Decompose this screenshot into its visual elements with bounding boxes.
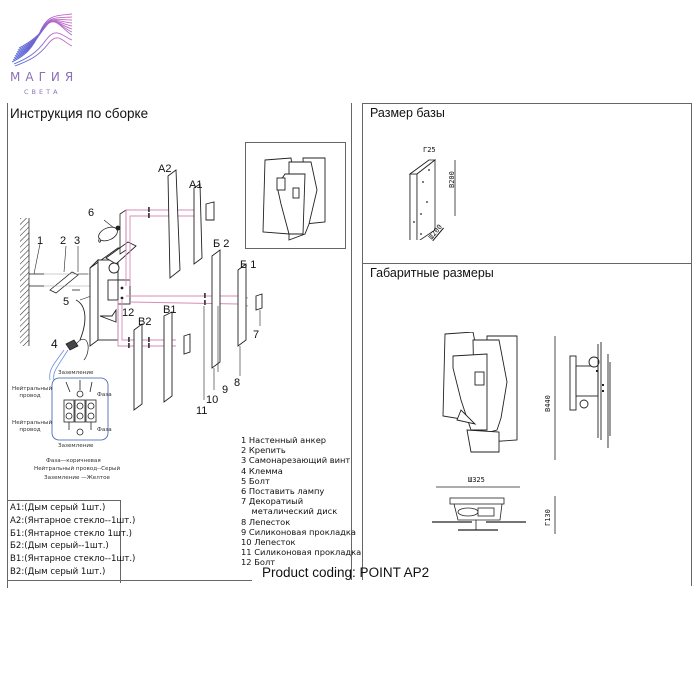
label-10: 10 (206, 394, 219, 406)
brand-logo: МАГИЯ СВЕТА (6, 10, 79, 96)
petal-a1 (193, 183, 203, 265)
base-plate-drawing (408, 159, 456, 240)
wiring-ground-bottom: Заземление (58, 443, 94, 449)
petal-v1 (163, 311, 173, 403)
legend-item: 3 Самонарезающий винт (241, 455, 351, 466)
variant-item: А2:(Янтарное стекло--1шт.) (10, 515, 136, 526)
preview-thumbnail-frame (245, 142, 346, 249)
legend-item: 10 Лепесток (241, 537, 296, 548)
legend-item: 9 Силиконовая прокладка (241, 526, 356, 537)
legend-item: 4 Клемма (241, 465, 283, 476)
legend-item: 6 Поставить лампу (241, 486, 325, 497)
wiring-note-1: Фаза—коричневая (46, 458, 101, 464)
legend-item: 1 Настенный анкер (241, 435, 327, 445)
label-v1: В1 (163, 304, 177, 316)
label-1: 1 (37, 235, 44, 247)
wiring-note-3: Заземление —Желтое (44, 475, 110, 481)
assembly-diagram (20, 169, 263, 411)
petal-v2 (133, 323, 143, 411)
label-v2: В2 (138, 316, 152, 328)
wiring-terminal-diagram (51, 377, 109, 441)
variant-item: В2:(Дым серый 1шт.) (10, 566, 106, 577)
brand-name: МАГИЯ (10, 70, 79, 84)
legend-item: 2 Крепить (241, 445, 286, 456)
wiring-note-2: Нейтральный провод--Серый (34, 466, 121, 472)
lamp-preview-icon (262, 157, 326, 241)
label-3: 3 (74, 235, 81, 247)
label-a2: А2 (158, 163, 172, 175)
base-depth-label: Г25 (423, 146, 436, 154)
legend-item: 11 Силиконовая прокладка (241, 547, 362, 558)
legend-item: 7 Декоратиый (241, 496, 304, 507)
label-7: 7 (253, 329, 260, 341)
label-12: 12 (122, 307, 135, 319)
product-coding: Product coding: POINT AP2 (262, 565, 430, 580)
parts-legend: 1 Настенный анкер 2 Крепить 3 Самонареза… (241, 435, 361, 568)
legend-item: 5 Болт (241, 475, 270, 486)
wiring-neutral-top: Нейтральный провод (12, 386, 53, 399)
top-view-drawing (432, 486, 526, 531)
petal-b2 (211, 249, 221, 369)
wiring-phase-bottom: Фаза (97, 427, 112, 433)
overall-size-title: Габаритные размеры (370, 266, 494, 280)
wiring-neutral-bottom: Нейтральный провод (12, 420, 53, 433)
label-6: 6 (88, 207, 95, 219)
variant-item: А1:(Дым серый 1шт.) (10, 503, 106, 513)
wiring-phase-top: Фаза (97, 392, 112, 398)
label-9: 9 (222, 384, 229, 396)
label-a1: А1 (189, 179, 203, 191)
side-view-drawing (569, 342, 611, 448)
petal-a2 (167, 169, 181, 279)
overall-width-label: Ш325 (468, 476, 485, 484)
variant-item: В1:(Янтарное стекло--1шт.) (10, 554, 136, 565)
legend-item: 12 Болт (241, 557, 276, 568)
brand-subname: СВЕТА (24, 88, 61, 96)
wave-logo-icon (11, 13, 73, 67)
assembly-title: Инструкция по сборке (10, 106, 149, 121)
wiring-ground-top: Заземление (58, 370, 94, 376)
variant-item: Б2:(Дым серый--1шт.) (10, 541, 109, 552)
variant-item: Б1:(Янтарное стекло 1шт.) (10, 528, 132, 539)
label-b2: Б 2 (213, 238, 230, 250)
label-5: 5 (63, 296, 70, 308)
label-8: 8 (234, 377, 241, 389)
base-height-label: В200 (448, 171, 456, 188)
overall-depth-label: Г130 (544, 509, 552, 526)
label-b1: Б 1 (240, 259, 257, 271)
legend-item: 8 Лепесток (241, 516, 291, 527)
color-variants-list: А1:(Дым серый 1шт.) А2:(Янтарное стекло-… (10, 502, 135, 579)
legend-item: металический диск (241, 506, 338, 517)
wall-hatching (20, 218, 29, 346)
label-11: 11 (196, 405, 208, 417)
overall-height-label: В440 (544, 395, 552, 412)
front-view-drawing (442, 332, 518, 453)
label-4: 4 (51, 337, 58, 351)
petal-b1 (237, 263, 247, 347)
depth-dimension-line (554, 496, 556, 534)
base-size-title: Размер базы (370, 106, 445, 120)
height-dimension-line (554, 336, 556, 460)
label-2: 2 (60, 235, 67, 247)
